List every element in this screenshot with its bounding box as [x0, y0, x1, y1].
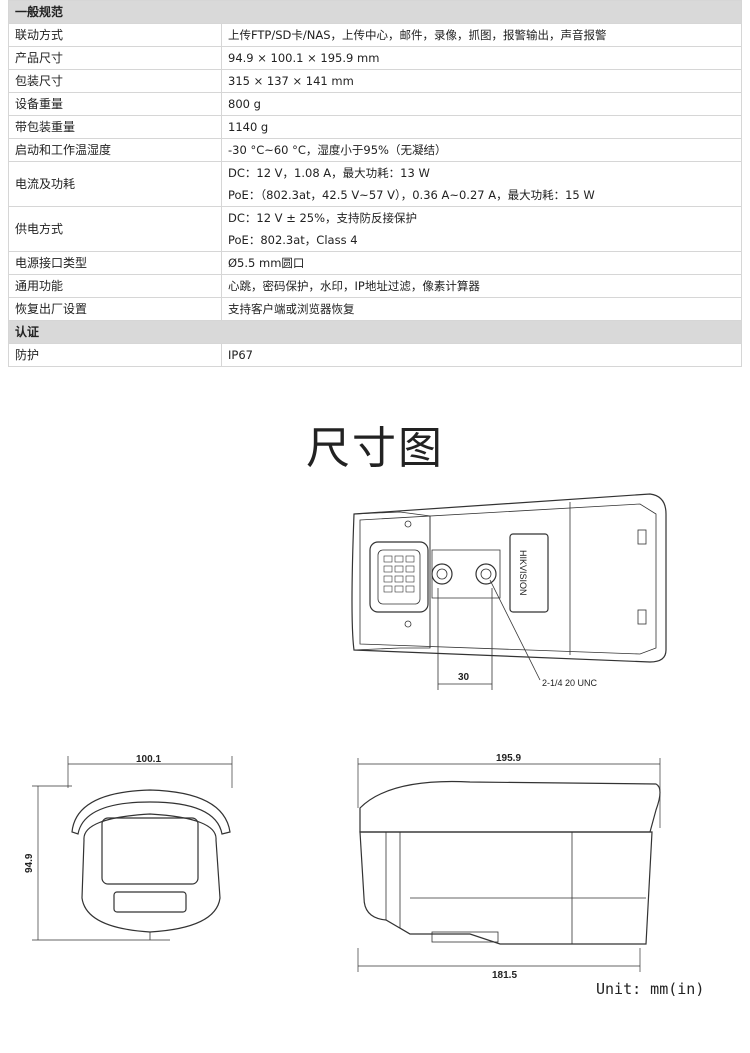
mount-hole-left [431, 563, 453, 585]
spec-row: 启动和工作温湿度 -30 °C~60 °C，湿度小于95%（无凝结） [8, 138, 742, 162]
side-sunshield [359, 780, 661, 833]
spec-table: 一般规范联动方式上传FTP/SD卡/NAS，上传中心，邮件，录像，抓图，报警输出… [8, 0, 742, 367]
front-ir-window [113, 891, 187, 913]
spec-value-line: 支持客户端或浏览器恢复 [228, 302, 355, 316]
front-sunshield [71, 789, 231, 835]
bottom-label-text: HIKVISION [518, 550, 528, 596]
section-title: 一般规范 [8, 0, 742, 24]
spec-key: 包装尺寸 [8, 69, 222, 93]
spec-value-line: 心跳，密码保护，水印，IP地址过滤，像素计算器 [228, 279, 480, 293]
spec-key: 恢复出厂设置 [8, 297, 222, 321]
spec-value-line: 94.9 × 100.1 × 195.9 mm [228, 51, 380, 65]
unit-label: Unit: mm(in) [596, 980, 705, 998]
spec-row: 供电方式 DC：12 V ± 25%，支持防反接保护 PoE：802.3at，Cla… [8, 206, 742, 252]
spec-value: -30 °C~60 °C，湿度小于95%（无凝结） [221, 138, 742, 162]
spec-key: 电源接口类型 [8, 251, 222, 275]
spec-row: 通用功能心跳，密码保护，水印，IP地址过滤，像素计算器 [8, 274, 742, 298]
mount-thread-note: 2-1/4 20 UNC [542, 678, 598, 688]
spec-value-line: 1140 g [228, 120, 269, 134]
bottom-label-plate [509, 533, 549, 613]
spec-value-line: DC：12 V，1.08 A，最大功耗：13 W [228, 166, 430, 180]
spec-value: 315 × 137 × 141 mm [221, 69, 742, 93]
bottom-dim-label: 30 [458, 672, 470, 683]
spec-value: 上传FTP/SD卡/NAS，上传中心，邮件，录像，抓图，报警输出，声音报警 [221, 23, 742, 47]
side-housing [359, 831, 653, 945]
spec-key: 产品尺寸 [8, 46, 222, 70]
spec-value: 94.9 × 100.1 × 195.9 mm [221, 46, 742, 70]
spec-row: 产品尺寸 94.9 × 100.1 × 195.9 mm [8, 46, 742, 70]
front-lens-window [101, 817, 199, 885]
spec-key: 联动方式 [8, 23, 222, 47]
spec-value: 支持客户端或浏览器恢复 [221, 297, 742, 321]
sunshade-grille [369, 541, 429, 613]
spec-key: 供电方式 [8, 206, 222, 252]
spec-row: 包装尺寸 315 × 137 × 141 mm [8, 69, 742, 93]
spec-row: 恢复出厂设置支持客户端或浏览器恢复 [8, 297, 742, 321]
spec-row: 防护 IP67 [8, 343, 742, 367]
spec-value-line: -30 °C~60 °C，湿度小于95%（无凝结） [228, 143, 447, 157]
spec-key: 通用功能 [8, 274, 222, 298]
side-length-label: 195.9 [496, 753, 521, 764]
front-view-drawing: 100.1 94.9 [24, 754, 233, 941]
spec-value: 1140 g [221, 115, 742, 139]
spec-value-line: Ø5.5 mm圆口 [228, 256, 305, 270]
spec-row: 联动方式上传FTP/SD卡/NAS，上传中心，邮件，录像，抓图，报警输出，声音报… [8, 23, 742, 47]
bottom-view-outline [351, 493, 667, 663]
spec-key: 设备重量 [8, 92, 222, 116]
section-header: 一般规范 [8, 0, 742, 24]
front-width-label: 100.1 [136, 754, 161, 765]
spec-value: DC：12 V ± 25%，支持防反接保护 PoE：802.3at，Class 4 [221, 206, 742, 252]
spec-row: 带包装重量 1140 g [8, 115, 742, 139]
spec-value: Ø5.5 mm圆口 [221, 251, 742, 275]
spec-row: 电源接口类型 Ø5.5 mm圆口 [8, 251, 742, 275]
spec-value-line: PoE：（802.3at，42.5 V~57 V），0.36 A~0.27 A，… [228, 188, 595, 202]
spec-value-line: IP67 [228, 348, 253, 362]
spec-value-line: DC：12 V ± 25%，支持防反接保护 [228, 211, 418, 225]
front-height-label: 94.9 [24, 853, 35, 873]
spec-value-line: 上传FTP/SD卡/NAS，上传中心，邮件，录像，抓图，报警输出，声音报警 [228, 28, 607, 42]
spec-key: 防护 [8, 343, 222, 367]
side-view-drawing: 195.9 181.5 [357, 753, 661, 978]
bottom-view-drawing: 30 2-1/4 20 UNC HIKVISION [351, 493, 667, 690]
spec-value-line: 800 g [228, 97, 261, 111]
front-housing [81, 813, 221, 933]
spec-value: IP67 [221, 343, 742, 367]
side-mount-block [431, 931, 499, 943]
side-base-length-label: 181.5 [492, 970, 517, 978]
spec-row: 电流及功耗 DC：12 V，1.08 A，最大功耗：13 W PoE：（802.3a… [8, 161, 742, 207]
spec-key: 电流及功耗 [8, 161, 222, 207]
section-title: 认证 [8, 320, 742, 344]
spec-table-body: 一般规范联动方式上传FTP/SD卡/NAS，上传中心，邮件，录像，抓图，报警输出… [8, 0, 742, 367]
section-header: 认证 [8, 320, 742, 344]
spec-row: 设备重量 800 g [8, 92, 742, 116]
spec-value: DC：12 V，1.08 A，最大功耗：13 W PoE：（802.3at，42.… [221, 161, 742, 207]
spec-value-line: 315 × 137 × 141 mm [228, 74, 354, 88]
mount-hole-right [475, 563, 497, 585]
spec-value: 800 g [221, 92, 742, 116]
spec-value: 心跳，密码保护，水印，IP地址过滤，像素计算器 [221, 274, 742, 298]
dimension-title: 尺寸图 [306, 423, 444, 474]
spec-key: 启动和工作温湿度 [8, 138, 222, 162]
spec-key: 带包装重量 [8, 115, 222, 139]
spec-value-line: PoE：802.3at，Class 4 [228, 233, 358, 247]
